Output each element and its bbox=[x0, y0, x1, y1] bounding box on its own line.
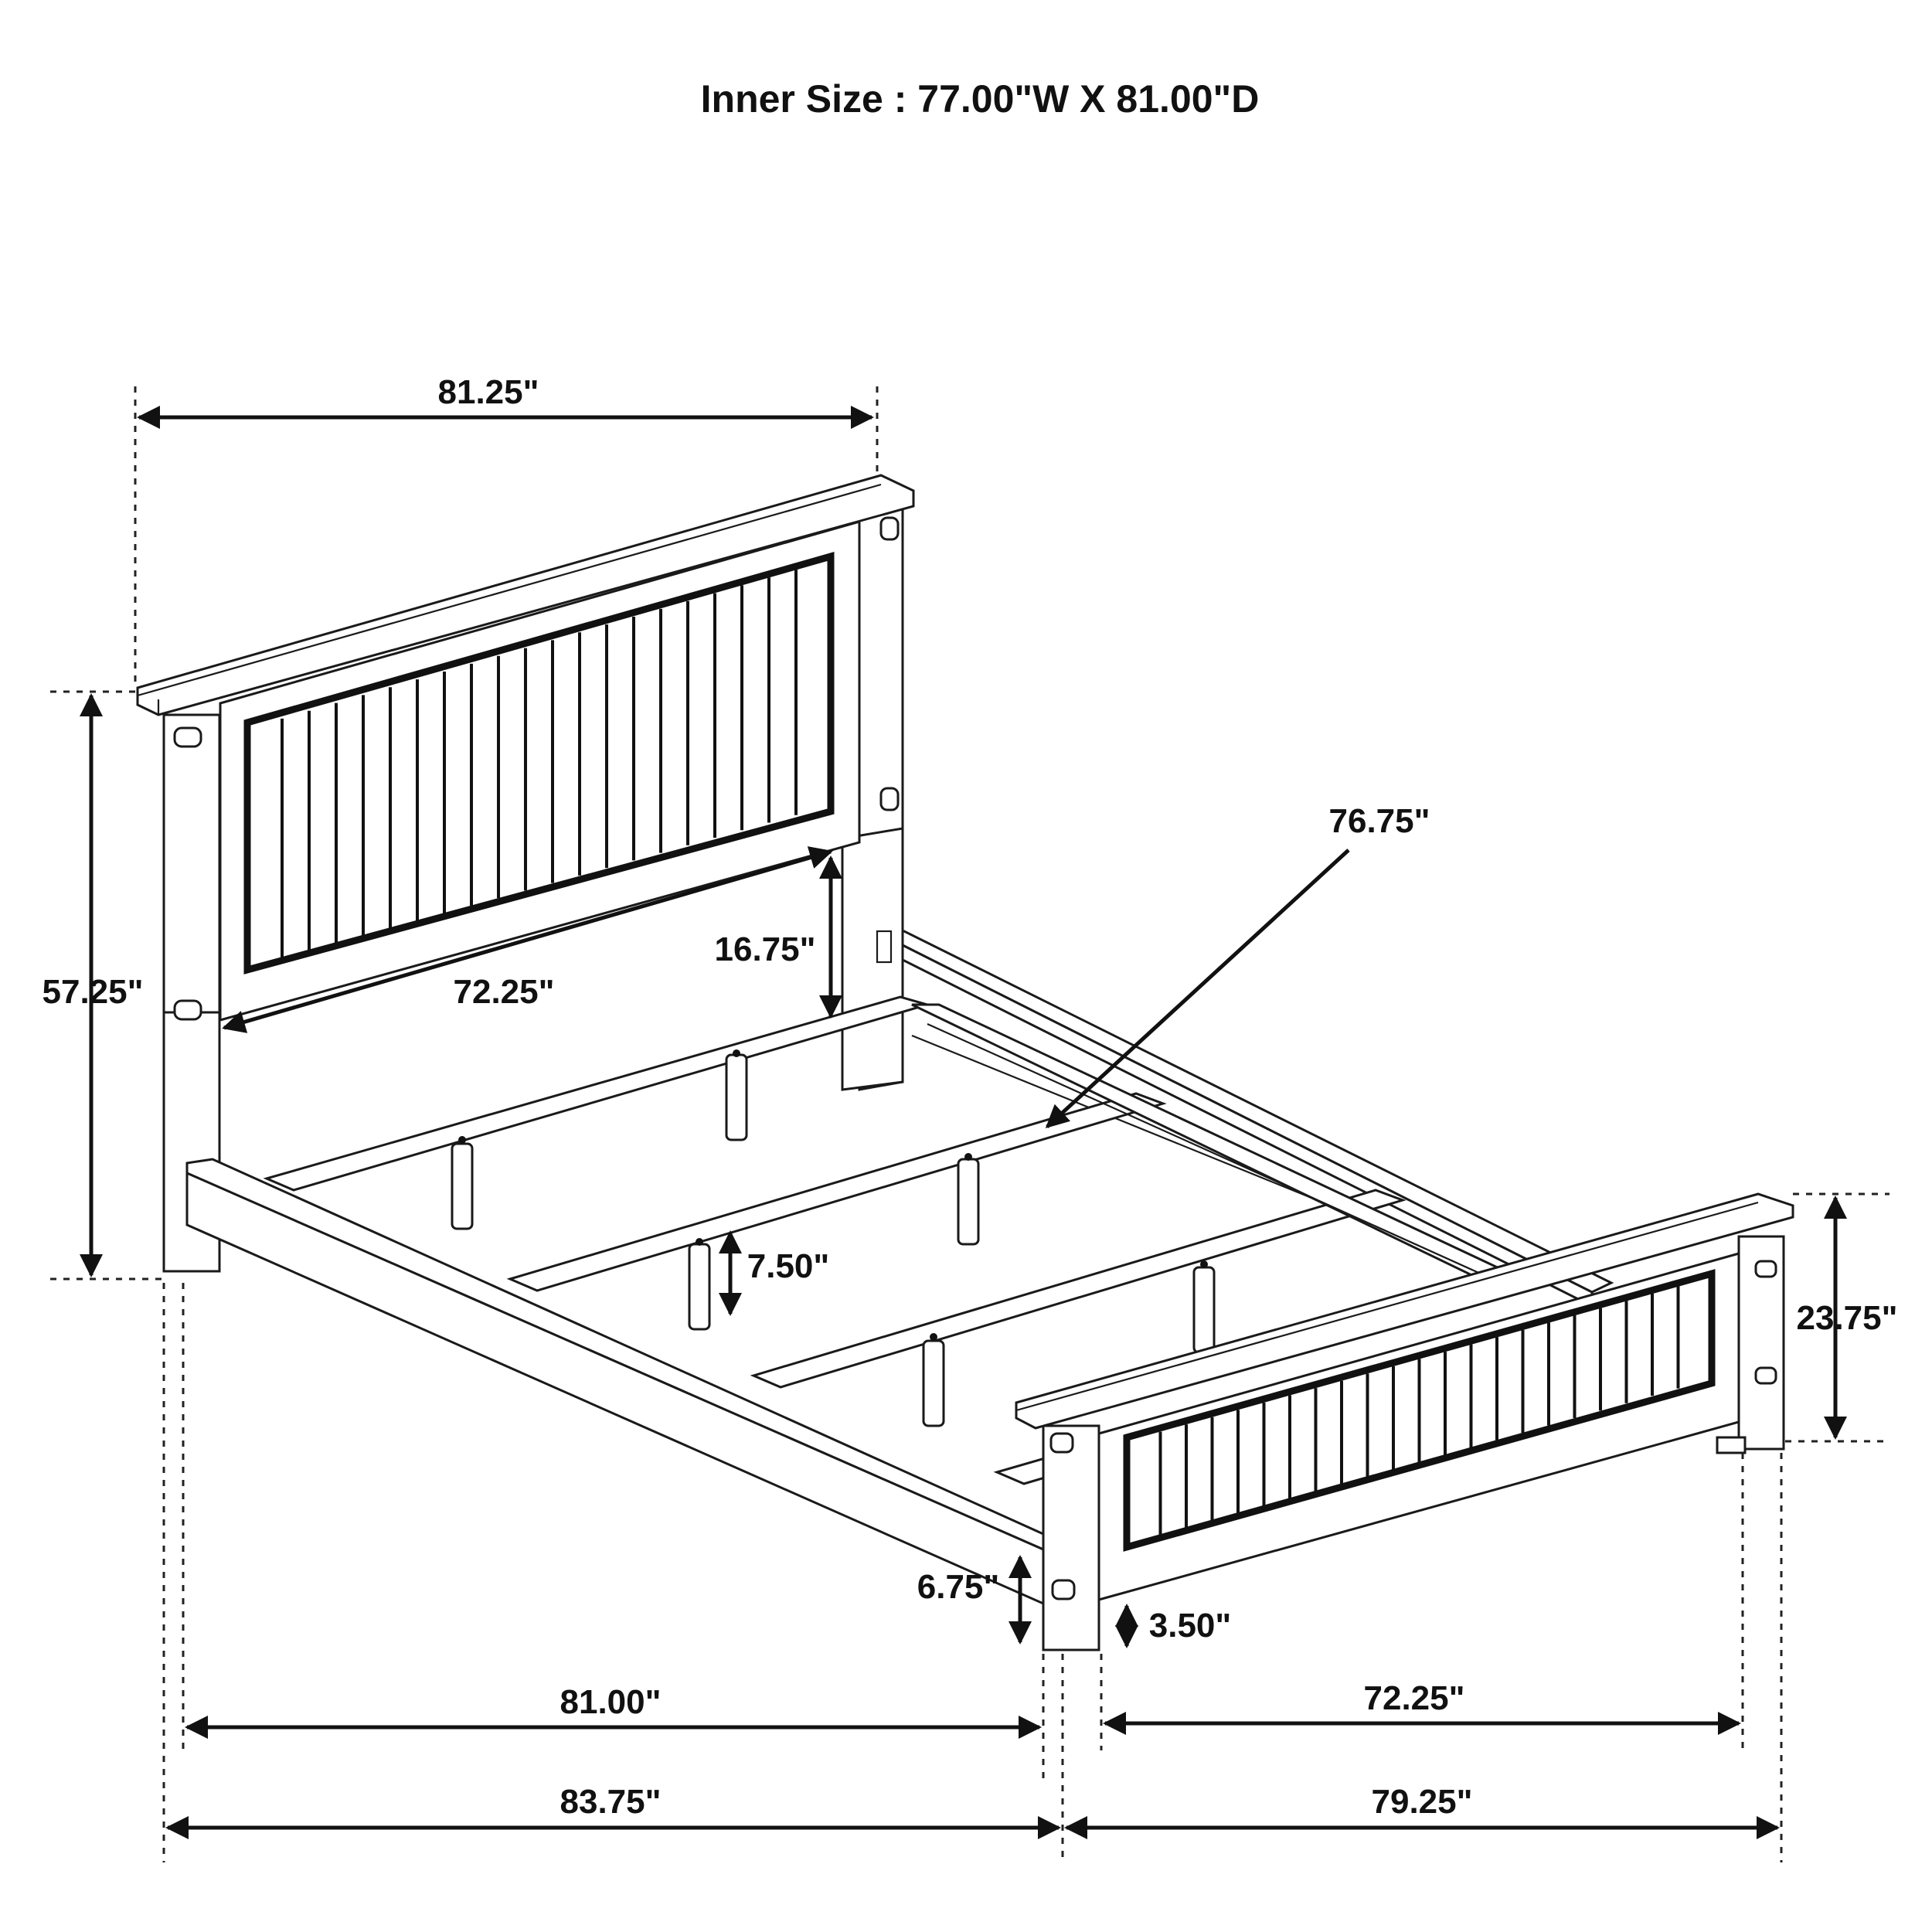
label-support-leg-height: 7.50" bbox=[747, 1247, 830, 1285]
label-footboard-height: 23.75" bbox=[1797, 1299, 1898, 1337]
bed-drawing bbox=[136, 474, 1794, 1651]
support-leg bbox=[922, 1339, 945, 1427]
label-overall-length: 83.75" bbox=[560, 1783, 662, 1821]
footboard-slats bbox=[1158, 1286, 1680, 1537]
label-headboard-clearance: 16.75" bbox=[715, 930, 816, 968]
left-post-mid-knob bbox=[173, 999, 202, 1021]
label-slat-length: 76.75" bbox=[1329, 802, 1430, 840]
label-headboard-width: 81.25" bbox=[438, 373, 539, 411]
diagram-title: Inner Size : 77.00"W X 81.00"D bbox=[701, 77, 1260, 121]
support-leg bbox=[957, 1158, 980, 1246]
dimension-guides bbox=[50, 386, 1889, 1862]
headboard-cap bbox=[136, 474, 915, 716]
rail-bracket bbox=[876, 930, 893, 964]
bed-slats bbox=[263, 995, 1533, 1485]
footboard bbox=[1015, 1192, 1794, 1651]
arrow-slat-length bbox=[1045, 849, 1350, 1129]
footboard-cap bbox=[1015, 1192, 1794, 1430]
footboard-left-post-cap-knob bbox=[1049, 1432, 1074, 1454]
dimension-labels: 81.25" 57.25" 72.25" 16.75" 76.75" 7.50"… bbox=[43, 373, 1898, 1821]
right-post-cap-knob bbox=[879, 516, 900, 541]
left-post-cap-knob bbox=[173, 726, 202, 748]
label-footboard-clearance: 3.50" bbox=[1149, 1607, 1232, 1645]
right-post-mid-knob bbox=[879, 787, 900, 811]
arrow-headboard-panel-width bbox=[222, 846, 833, 1033]
label-headboard-panel-width: 72.25" bbox=[454, 973, 555, 1011]
footboard-left-post bbox=[1042, 1424, 1100, 1651]
footboard-right-post-cap-knob bbox=[1754, 1260, 1777, 1278]
footboard-right-post-mid-knob bbox=[1754, 1366, 1777, 1385]
headboard-right-post bbox=[841, 505, 904, 1091]
label-headboard-height: 57.25" bbox=[43, 973, 144, 1011]
support-leg bbox=[688, 1243, 711, 1331]
support-leg bbox=[1192, 1266, 1216, 1354]
slat-3 bbox=[750, 1189, 1406, 1389]
slat-1 bbox=[263, 995, 932, 1192]
left-side-rail bbox=[185, 1158, 1045, 1606]
support-leg bbox=[725, 1053, 748, 1141]
support-legs bbox=[451, 1049, 1216, 1427]
right-side-rail bbox=[884, 930, 1614, 1308]
label-inner-length: 81.00" bbox=[560, 1683, 662, 1721]
label-side-rail-clearance: 6.75" bbox=[917, 1568, 1000, 1606]
label-overall-width: 79.25" bbox=[1372, 1783, 1473, 1821]
footboard-left-post-mid-knob bbox=[1051, 1579, 1076, 1600]
label-footboard-panel-width: 72.25" bbox=[1364, 1679, 1465, 1717]
slat-2 bbox=[506, 1092, 1167, 1292]
support-leg bbox=[451, 1142, 474, 1230]
